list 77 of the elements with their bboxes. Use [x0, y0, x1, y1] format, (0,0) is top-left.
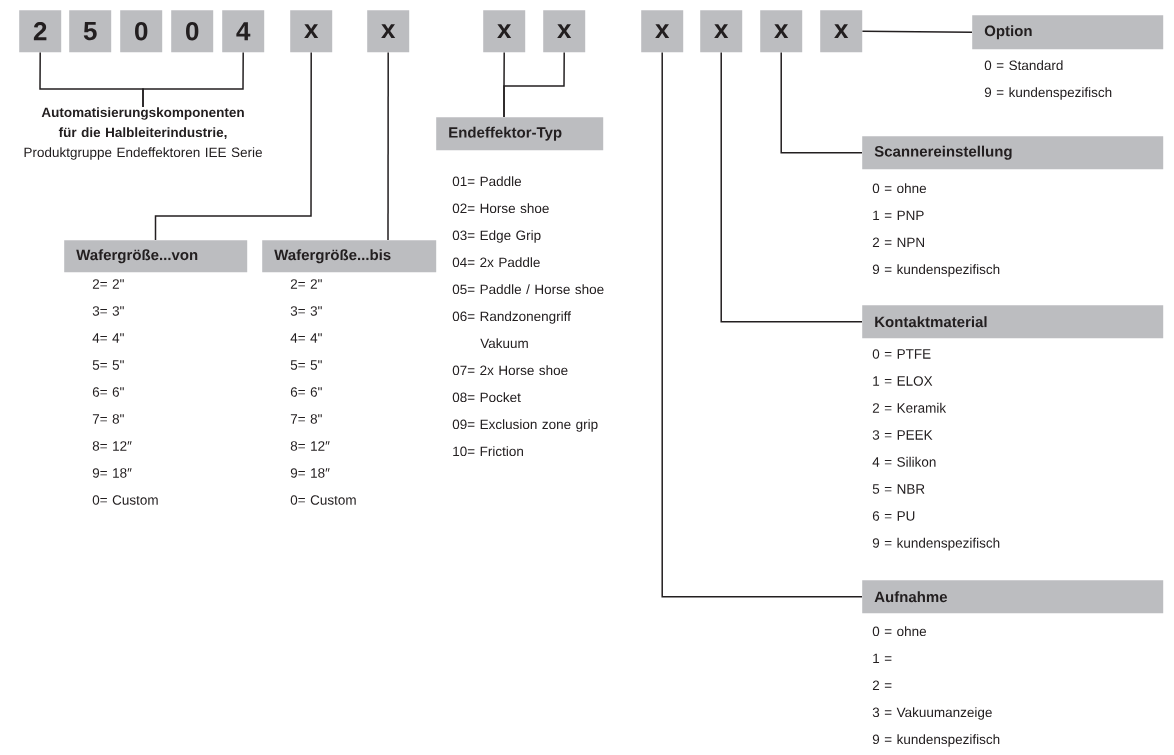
connector-line	[503, 51, 565, 118]
code-entry: 01= Paddle	[452, 176, 522, 187]
code-entry: 7= 8"	[290, 414, 322, 424]
code-entry: 0 = Standard	[984, 60, 1063, 71]
code-entry: 1 =	[873, 653, 892, 663]
code-digit: x	[290, 10, 333, 53]
code-digit: 0	[120, 10, 163, 53]
code-entry: 8= 12″	[92, 441, 132, 451]
code-entry: 7= 8"	[92, 414, 124, 424]
code-entry: 3= 3"	[290, 306, 322, 316]
code-entry: 4= 4"	[290, 333, 322, 343]
category-header: Scannereinstellung	[862, 136, 1164, 170]
connector-line	[861, 30, 973, 33]
code-entry: 3 = Vakuumanzeige	[872, 707, 992, 720]
code-entry: 2 = NPN	[872, 237, 924, 247]
description-text: Automatisierungskomponenten für die Halbleiterindustrie,	[41, 107, 244, 140]
category-header: Kontaktmaterial	[862, 305, 1164, 339]
code-entry: 6= 6"	[92, 387, 124, 397]
code-entry: 0 = ohne	[872, 183, 927, 194]
connector-line	[142, 51, 244, 108]
code-digit: x	[700, 10, 743, 53]
code-entry: 08= Pocket	[452, 392, 521, 403]
code-entry: 06= Randzonengriff Vakuum	[452, 311, 571, 349]
connector-line	[720, 51, 863, 323]
code-entry: 2= 2"	[290, 279, 322, 289]
code-entry: 9= 18″	[290, 468, 330, 478]
code-digit: x	[367, 10, 410, 53]
code-entry: 03= Edge Grip	[452, 230, 541, 243]
code-entry: 3= 3"	[92, 306, 124, 316]
code-digit: x	[760, 10, 803, 53]
category-header: Option	[972, 15, 1164, 50]
code-entry: 07= 2x Horse shoe	[452, 365, 568, 376]
code-entry: 0 = PTFE	[872, 349, 931, 359]
code-entry: 3 = PEEK	[872, 430, 933, 440]
code-entry: 6 = PU	[872, 511, 915, 521]
connector-line	[780, 51, 863, 154]
code-entry: 04= 2x Paddle	[452, 257, 540, 268]
code-entry: 5 = NBR	[872, 484, 925, 494]
code-entry: 09= Exclusion zone grip	[452, 419, 598, 432]
code-entry: 5= 5"	[92, 360, 124, 370]
code-digit: x	[820, 10, 863, 53]
code-entry: 0 = ohne	[872, 626, 927, 637]
code-entry: 5= 5"	[290, 360, 322, 370]
code-entry: 2= 2"	[92, 279, 124, 289]
code-entry: 05= Paddle / Horse shoe	[452, 284, 604, 295]
code-digit: x	[641, 10, 684, 53]
code-entry: 2 =	[872, 680, 892, 690]
code-digit: 0	[171, 10, 214, 53]
code-entry: 2 = Keramik	[872, 402, 947, 413]
code-entry: 1 = PNP	[873, 210, 924, 220]
code-digit: x	[543, 10, 586, 53]
code-entry: 9 = kundenspezifisch	[872, 264, 1000, 277]
code-digit: 2	[19, 10, 62, 53]
category-header: Endeffektor-Typ	[436, 117, 604, 151]
category-header: Wafergröße...von	[64, 240, 248, 273]
connector-line	[387, 51, 389, 241]
category-header: Wafergröße...bis	[262, 240, 437, 273]
code-entry: 0= Custom	[92, 495, 158, 505]
code-entry: 6= 6"	[290, 387, 322, 397]
code-digit: x	[483, 10, 526, 53]
code-entry: 9 = kundenspezifisch	[872, 537, 1000, 551]
code-entry: 02= Horse shoe	[452, 203, 549, 214]
code-entry: 1 = ELOX	[873, 376, 933, 386]
code-digit: 5	[69, 10, 112, 53]
category-header: Aufnahme	[862, 580, 1164, 614]
code-digit: 4	[222, 10, 265, 53]
description-text: Produktgruppe Endeffektoren IEE Serie	[24, 147, 262, 160]
code-entry: 8= 12″	[290, 441, 330, 451]
code-entry: 9 = kundenspezifisch	[872, 734, 1000, 747]
connector-line	[154, 51, 312, 241]
code-entry: 4 = Silikon	[872, 456, 936, 467]
code-entry: 0= Custom	[290, 495, 356, 505]
connector-line	[661, 51, 863, 598]
code-entry: 9= 18″	[92, 468, 132, 478]
code-entry: 4= 4"	[92, 333, 124, 343]
code-entry: 10= Friction	[453, 446, 523, 457]
code-entry: 9 = kundenspezifisch	[984, 87, 1112, 100]
